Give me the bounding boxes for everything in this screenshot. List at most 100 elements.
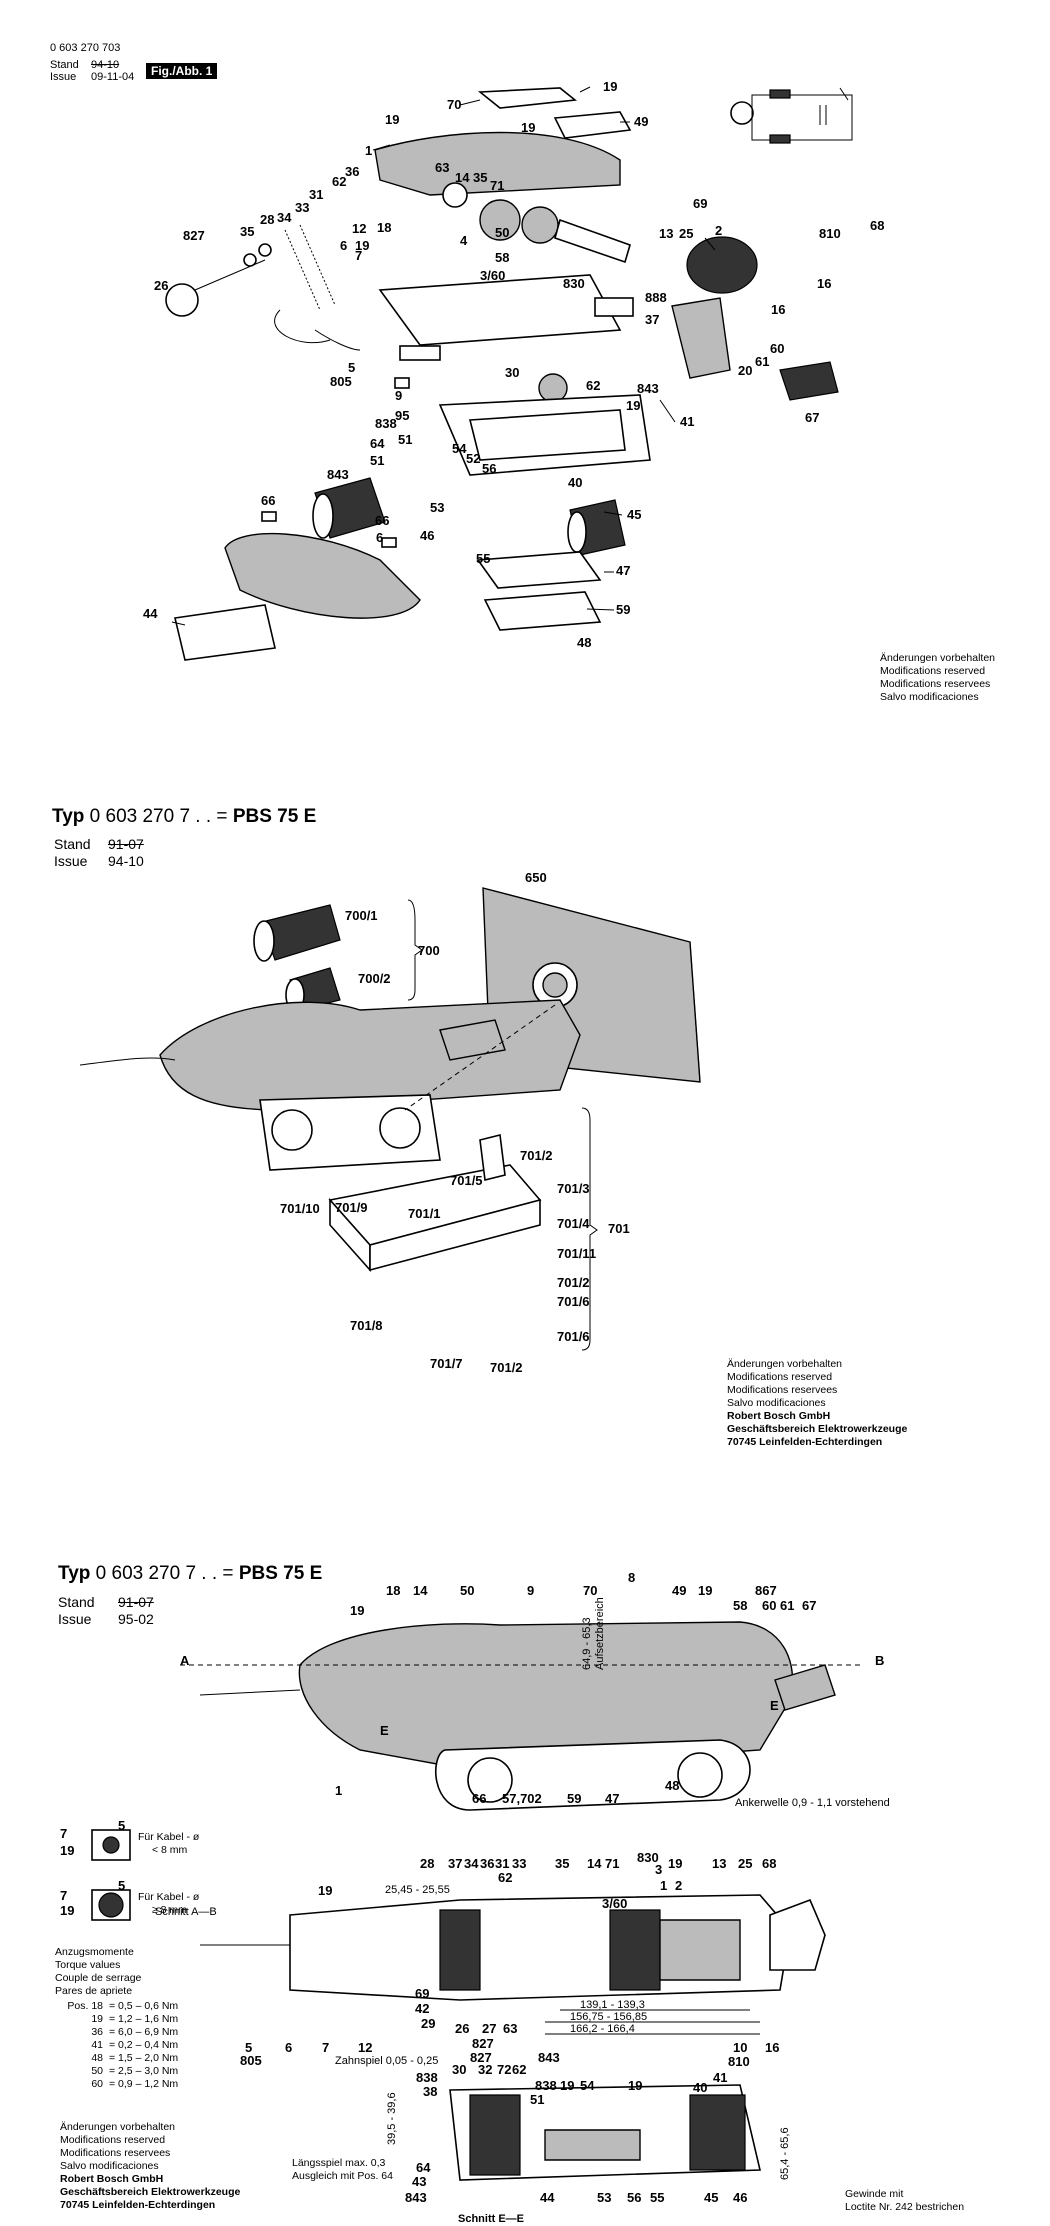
svg-text:827: 827 bbox=[470, 2050, 492, 2065]
svg-text:43: 43 bbox=[412, 2174, 426, 2189]
svg-text:34: 34 bbox=[464, 1856, 479, 1871]
svg-text:16: 16 bbox=[765, 2040, 779, 2055]
sander-body bbox=[159, 999, 581, 1111]
svg-text:843: 843 bbox=[637, 381, 659, 396]
stand-label: Stand bbox=[50, 59, 79, 71]
section3-title: Typ 0 603 270 7 . . = PBS 75 E bbox=[58, 1563, 323, 1584]
part-67-switch bbox=[779, 361, 839, 401]
leader-lines bbox=[171, 86, 716, 626]
svg-text:4: 4 bbox=[460, 233, 468, 248]
svg-text:49: 49 bbox=[672, 1583, 686, 1598]
section2-stand-value: 91-07 bbox=[108, 836, 144, 852]
svg-text:18: 18 bbox=[386, 1583, 400, 1598]
svg-text:61: 61 bbox=[755, 354, 769, 369]
svg-text:701: 701 bbox=[608, 1221, 630, 1236]
svg-text:A: A bbox=[180, 1653, 190, 1668]
svg-text:28: 28 bbox=[420, 1856, 434, 1871]
part-37-handle bbox=[671, 297, 731, 379]
circuit-symbol bbox=[730, 87, 853, 144]
svg-text:60: 60 bbox=[770, 341, 784, 356]
svg-text:888: 888 bbox=[645, 290, 667, 305]
svg-text:701/3: 701/3 bbox=[557, 1181, 590, 1196]
part-26-gear bbox=[165, 283, 199, 317]
svg-text:Zahnspiel 0,05 - 0,25: Zahnspiel 0,05 - 0,25 bbox=[335, 2055, 438, 2067]
svg-text:63: 63 bbox=[503, 2021, 517, 2036]
section3-stand-value: 91-07 bbox=[118, 1594, 154, 1610]
part-830-base bbox=[378, 274, 622, 346]
svg-text:5: 5 bbox=[245, 2040, 252, 2055]
part-71-gear bbox=[479, 199, 521, 241]
section2-stand-label: Stand bbox=[54, 836, 91, 852]
svg-text:805: 805 bbox=[240, 2053, 262, 2068]
svg-text:19: 19 bbox=[698, 1583, 712, 1598]
svg-text:66: 66 bbox=[472, 1791, 486, 1806]
svg-text:54: 54 bbox=[452, 441, 467, 456]
svg-text:52: 52 bbox=[466, 451, 480, 466]
svg-text:843: 843 bbox=[405, 2190, 427, 2205]
svg-text:14: 14 bbox=[413, 1583, 428, 1598]
svg-text:38: 38 bbox=[423, 2084, 437, 2099]
figure-badge: Fig./Abb. 1 bbox=[146, 63, 218, 79]
svg-text:19: 19 bbox=[521, 120, 535, 135]
svg-text:838: 838 bbox=[416, 2070, 438, 2085]
svg-text:19: 19 bbox=[355, 238, 369, 253]
svg-text:7: 7 bbox=[60, 1826, 67, 1841]
svg-text:888: 888 bbox=[620, 1570, 642, 1571]
section3-issue-value: 95-02 bbox=[118, 1611, 154, 1627]
svg-text:26: 26 bbox=[455, 2021, 469, 2036]
svg-text:39,5 - 39,6: 39,5 - 39,6 bbox=[386, 2092, 398, 2145]
svg-text:701/2: 701/2 bbox=[557, 1275, 590, 1290]
svg-text:1: 1 bbox=[660, 1878, 667, 1893]
part-44-cap bbox=[174, 604, 276, 661]
svg-text:95: 95 bbox=[395, 408, 409, 423]
svg-text:31: 31 bbox=[495, 1856, 509, 1871]
issue-value: 09-11-04 bbox=[91, 71, 135, 83]
svg-text:42: 42 bbox=[415, 2001, 429, 2016]
svg-text:2: 2 bbox=[715, 223, 722, 238]
svg-text:46: 46 bbox=[733, 2190, 747, 2205]
svg-text:7: 7 bbox=[322, 2040, 329, 2055]
svg-text:14: 14 bbox=[587, 1856, 602, 1871]
svg-text:830: 830 bbox=[563, 276, 585, 291]
cable-clamp-details bbox=[91, 1829, 131, 1921]
svg-text:E: E bbox=[770, 1698, 779, 1713]
sanding-belt bbox=[224, 532, 421, 619]
svg-text:53: 53 bbox=[430, 500, 444, 515]
svg-text:20: 20 bbox=[738, 363, 752, 378]
svg-text:805: 805 bbox=[330, 374, 352, 389]
svg-text:701/2: 701/2 bbox=[490, 1360, 523, 1375]
svg-text:51: 51 bbox=[398, 432, 412, 447]
svg-text:35: 35 bbox=[473, 170, 487, 185]
svg-text:48: 48 bbox=[665, 1778, 679, 1793]
svg-text:12: 12 bbox=[352, 221, 366, 236]
svg-text:16: 16 bbox=[817, 276, 831, 291]
gewinde-note: Gewinde mit Loctite Nr. 242 bestrichen bbox=[845, 2188, 965, 2213]
svg-text:701/6: 701/6 bbox=[557, 1294, 590, 1309]
svg-text:70: 70 bbox=[583, 1583, 597, 1598]
svg-text:50: 50 bbox=[495, 225, 509, 240]
svg-text:7: 7 bbox=[60, 1888, 67, 1903]
section2-issue-label: Issue bbox=[54, 853, 88, 869]
svg-text:3: 3 bbox=[655, 1862, 662, 1877]
svg-text:58: 58 bbox=[495, 250, 509, 265]
svg-text:701/6: 701/6 bbox=[557, 1329, 590, 1344]
svg-text:B: B bbox=[875, 1653, 884, 1668]
svg-text:68: 68 bbox=[762, 1856, 776, 1871]
svg-text:36: 36 bbox=[480, 1856, 494, 1871]
part-49-lid bbox=[553, 111, 632, 139]
part-34-belt bbox=[284, 224, 336, 311]
svg-text:156,75 - 156,85: 156,75 - 156,85 bbox=[570, 2011, 647, 2023]
svg-text:13: 13 bbox=[712, 1856, 726, 1871]
svg-text:13: 13 bbox=[659, 226, 673, 241]
svg-text:72: 72 bbox=[497, 2062, 511, 2077]
issue-label: Issue bbox=[50, 71, 77, 83]
svg-text:19: 19 bbox=[603, 79, 617, 94]
svg-text:18: 18 bbox=[377, 220, 391, 235]
svg-text:701/10: 701/10 bbox=[280, 1201, 320, 1216]
svg-text:139,1 - 139,3: 139,1 - 139,3 bbox=[580, 1999, 645, 2011]
svg-text:25: 25 bbox=[679, 226, 693, 241]
svg-text:19: 19 bbox=[628, 2078, 642, 2093]
svg-text:68: 68 bbox=[870, 218, 884, 233]
